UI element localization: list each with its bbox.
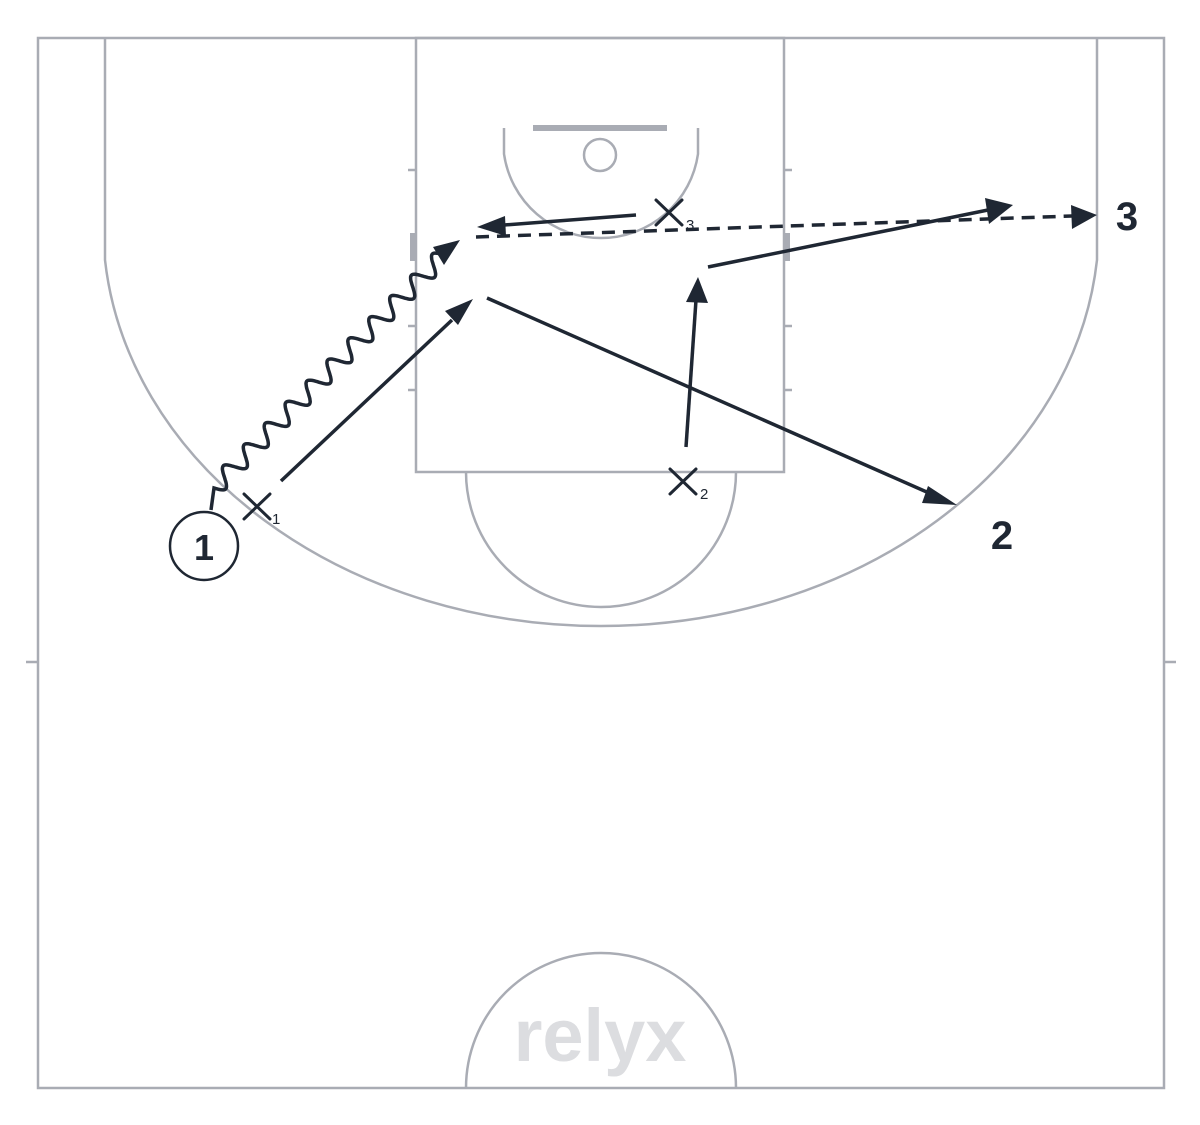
cut-path-to-wing	[707, 208, 989, 269]
defender-1-x-stroke-b	[242, 492, 272, 521]
court-markings	[26, 36, 1176, 1090]
cut-arrowhead-player-2	[922, 486, 957, 505]
cut-path-defender-3	[503, 213, 637, 227]
defender-3-subscript: 3	[686, 217, 694, 234]
defender-2-subscript: 2	[700, 486, 708, 503]
defender-2-x-stroke-b	[668, 467, 698, 496]
relyx-logo: relyx	[514, 994, 687, 1077]
paint-lane	[414, 36, 786, 474]
cut-path-defender-2	[684, 299, 698, 448]
offense-player-1: 1	[168, 510, 240, 582]
dribble-path-player-1	[209, 251, 445, 511]
restricted-area-arc	[502, 128, 700, 240]
dribble-arrowhead	[433, 240, 460, 265]
center-circle-arc	[464, 951, 738, 1089]
cut-arrowhead-defender-2	[686, 277, 708, 303]
play-movements	[209, 198, 1097, 511]
defender-2: 2	[668, 467, 708, 503]
pass-line-to-player-3	[475, 214, 1073, 239]
offense-player-2-label: 2	[991, 514, 1013, 558]
three-point-line	[103, 38, 1099, 628]
defender-3-x-stroke-b	[654, 198, 684, 227]
offense-player-1-label: 1	[194, 527, 214, 568]
cut-arrowhead-defender-3	[477, 216, 506, 236]
defender-3: 3	[654, 198, 694, 234]
free-throw-semicircle	[464, 471, 738, 609]
cut-arrowhead-defender-1	[445, 299, 473, 325]
cut-path-player-2	[486, 296, 930, 495]
cut-path-defender-1	[279, 318, 454, 483]
pass-arrowhead-to-player-3	[1071, 205, 1097, 229]
defender-1-subscript: 1	[272, 511, 280, 528]
defender-1: 1	[242, 492, 280, 528]
rim	[582, 137, 618, 173]
ball-handler-circle	[168, 510, 240, 582]
offense-player-3-label: 3	[1116, 195, 1138, 239]
